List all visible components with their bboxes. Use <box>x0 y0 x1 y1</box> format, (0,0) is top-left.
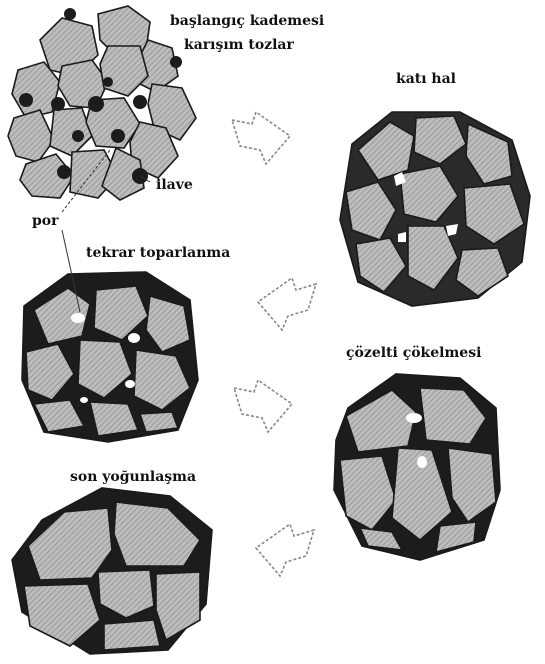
stage-solution-precipitation <box>334 374 500 560</box>
flow-arrows <box>232 112 316 576</box>
label-pore: por <box>32 214 59 228</box>
arrow-right-2 <box>234 380 292 432</box>
label-rearrangement: tekrar toparlanma <box>86 246 230 260</box>
label-solid-state: katı hal <box>396 72 456 86</box>
arrow-left-2 <box>256 524 314 576</box>
stage-initial-mixed-powders <box>8 6 196 200</box>
label-mixed-powders: karışım tozlar <box>184 38 294 52</box>
solid-state-grains <box>346 116 524 296</box>
stage-final-densification <box>12 488 212 654</box>
label-final-densification: son yoğunlaşma <box>70 470 196 484</box>
stage-solid-state <box>340 112 530 306</box>
label-additive: ilave <box>156 178 193 192</box>
rearrangement-grains <box>26 286 190 436</box>
arrow-right-1 <box>232 112 290 164</box>
arrow-left-1 <box>258 278 316 330</box>
stage-rearrangement <box>22 272 198 442</box>
label-solution-precipitation: çözelti çökelmesi <box>346 346 481 360</box>
label-start-stage: başlangıç kademesi <box>170 14 324 28</box>
